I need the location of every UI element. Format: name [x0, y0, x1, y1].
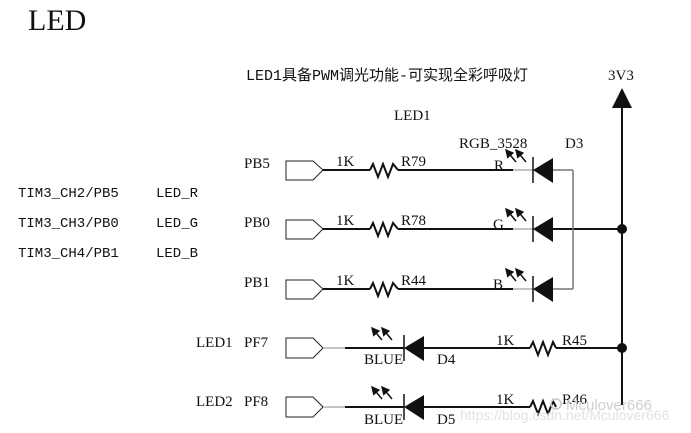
- resistor-icon: [369, 161, 399, 180]
- resistor-value: 1K: [336, 154, 355, 170]
- port-connector-icon: [285, 219, 324, 240]
- led-color-label: R: [494, 158, 504, 174]
- power-label-3v3: 3V3: [608, 68, 634, 84]
- port-label: PF7: [244, 335, 269, 351]
- resistor-icon: [369, 280, 399, 299]
- led-color-label: G: [493, 217, 504, 233]
- wechat-icon: [550, 398, 562, 410]
- led-color-label: BLUE: [364, 412, 403, 428]
- single-led-1: LED1 PF7 BLUE D4 1K R45: [196, 326, 627, 368]
- port-connector-icon: [285, 396, 324, 418]
- light-emission-icon: [371, 326, 383, 341]
- section-title: LED: [28, 4, 86, 37]
- led-color-label: BLUE: [364, 352, 403, 368]
- watermark-account: Mculover666: [566, 397, 652, 414]
- led-name: LED1: [196, 335, 233, 351]
- pwm-note: LED1具备PWM调光功能-可实现全彩呼吸灯: [246, 66, 528, 85]
- resistor-designator: R78: [401, 213, 426, 229]
- led-name: LED2: [196, 394, 233, 410]
- resistor-designator: R79: [401, 154, 426, 170]
- port-label: PF8: [244, 394, 268, 410]
- pin-map-pin: TIM3_CH4/PB1: [18, 246, 119, 262]
- rgb-channel-b: PB1 1K R44 B: [244, 267, 573, 302]
- rgb-channel-g: PB0 1K R78 G: [244, 207, 627, 242]
- resistor-value: 1K: [496, 333, 515, 349]
- rgb-part-label: RGB_3528: [459, 136, 527, 152]
- light-emission-icon: [505, 267, 517, 282]
- resistor-icon: [529, 339, 557, 358]
- port-connector-icon: [285, 337, 324, 359]
- port-label: PB5: [244, 156, 270, 172]
- light-emission-icon: [371, 385, 383, 400]
- pin-map-signal: LED_B: [156, 246, 198, 262]
- pin-map-pin: TIM3_CH2/PB5: [18, 186, 119, 202]
- led1-block-label: LED1: [394, 108, 431, 124]
- resistor-icon: [529, 398, 557, 417]
- light-emission-icon: [381, 385, 393, 400]
- diode-icon: [404, 395, 424, 420]
- rgb-channel-r: PB5 1K R79 R: [244, 148, 573, 183]
- diode-icon: [533, 158, 553, 183]
- pin-map-pin: TIM3_CH3/PB0: [18, 216, 119, 232]
- pin-map: TIM3_CH2/PB5 LED_R TIM3_CH3/PB0 LED_G TI…: [18, 186, 199, 262]
- watermark-url: https://blog.csdn.net/Mculover666: [460, 407, 670, 423]
- light-emission-icon: [505, 207, 517, 222]
- watermark: https://blog.csdn.net/Mculover666 Mculov…: [460, 397, 670, 423]
- led-color-label: B: [493, 277, 503, 293]
- resistor-value: 1K: [336, 213, 355, 229]
- resistor-value: 1K: [336, 273, 355, 289]
- resistor-value: 1K: [496, 392, 515, 408]
- resistor-designator: R45: [562, 333, 587, 349]
- pin-map-signal: LED_G: [156, 216, 198, 232]
- junction-dot: [617, 224, 627, 234]
- resistor-designator: R44: [401, 273, 427, 289]
- diode-icon: [533, 277, 553, 302]
- d3-designator: D3: [565, 136, 583, 152]
- light-emission-icon: [515, 267, 527, 282]
- light-emission-icon: [515, 207, 527, 222]
- diode-designator: D4: [437, 352, 456, 368]
- port-connector-icon: [285, 279, 324, 300]
- light-emission-icon: [505, 148, 517, 163]
- light-emission-icon: [381, 326, 393, 341]
- junction-dot: [617, 343, 627, 353]
- port-connector-icon: [285, 160, 324, 181]
- resistor-designator: R46: [562, 392, 588, 408]
- power-arrow-icon: [612, 88, 632, 108]
- port-label: PB0: [244, 215, 270, 231]
- single-led-2: LED2 PF8 BLUE D5 1K R46: [196, 385, 588, 428]
- port-label: PB1: [244, 275, 270, 291]
- light-emission-icon: [515, 148, 527, 163]
- diode-designator: D5: [437, 412, 455, 428]
- diode-icon: [404, 336, 424, 361]
- diode-icon: [533, 217, 553, 242]
- resistor-icon: [369, 220, 399, 239]
- pin-map-signal: LED_R: [156, 186, 199, 202]
